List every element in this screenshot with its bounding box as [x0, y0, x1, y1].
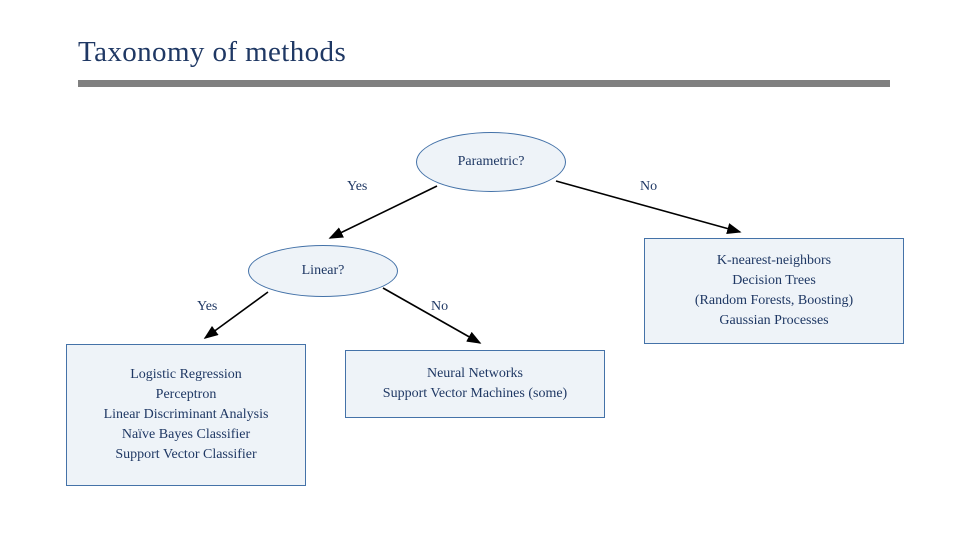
edge-parametric-no — [555, 180, 742, 234]
leaf-line: Naïve Bayes Classifier — [121, 426, 251, 442]
leaf-line: Decision Trees — [732, 273, 816, 289]
edge-label-parametric-no: No — [640, 179, 658, 194]
leaf-line: Support Vector Classifier — [115, 446, 257, 462]
edge-parametric-yes — [328, 185, 438, 239]
leaf-line: K-nearest-neighbors — [716, 253, 832, 269]
node-linear[interactable]: Linear? — [248, 245, 398, 297]
node-nonlinear-leaf[interactable]: Neural Networks Support Vector Machines … — [345, 350, 605, 418]
leaf-line: Neural Networks — [426, 366, 524, 382]
edge-linear-no — [382, 287, 482, 344]
edge-label-linear-no: No — [431, 299, 449, 314]
leaf-line: (Random Forests, Boosting) — [694, 293, 854, 308]
title-underline-rule — [78, 80, 890, 87]
node-parametric[interactable]: Parametric? — [416, 132, 566, 192]
node-parametric-label: Parametric? — [457, 154, 525, 169]
edge-label-linear-yes: Yes — [197, 299, 218, 314]
leaf-line: Gaussian Processes — [719, 312, 829, 328]
edge-linear-yes — [203, 291, 269, 339]
node-linear-leaf[interactable]: Logistic Regression Perceptron Linear Di… — [66, 344, 306, 486]
leaf-line: Perceptron — [155, 387, 217, 403]
edge-label-parametric-yes: Yes — [347, 179, 368, 194]
node-nonparametric-leaf[interactable]: K-nearest-neighbors Decision Trees (Rand… — [644, 238, 904, 344]
page-title: Taxonomy of methods — [78, 36, 347, 68]
leaf-line: Linear Discriminant Analysis — [103, 407, 269, 423]
node-linear-label: Linear? — [301, 263, 345, 278]
leaf-line: Logistic Regression — [130, 367, 242, 383]
leaf-line: Support Vector Machines (some) — [382, 386, 568, 401]
